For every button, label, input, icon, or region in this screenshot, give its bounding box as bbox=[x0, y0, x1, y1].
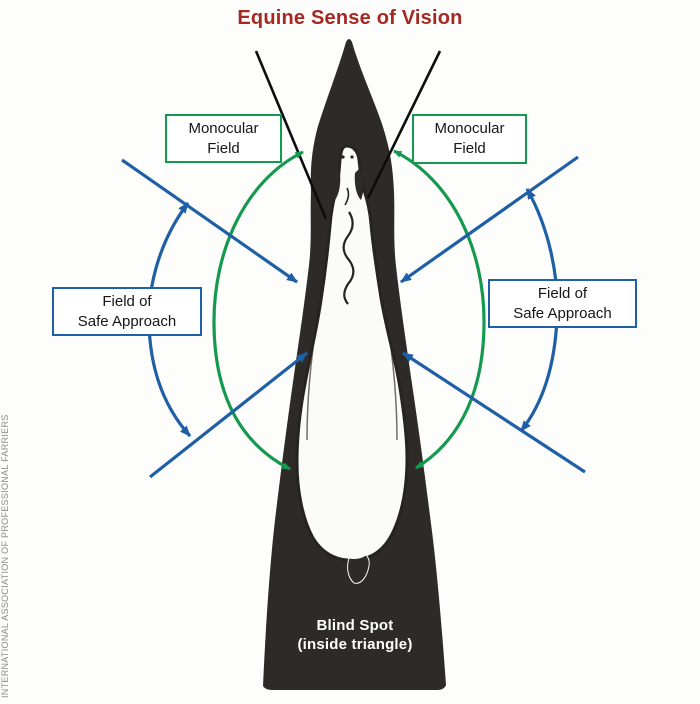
sight-line-right bbox=[366, 50, 442, 199]
label-line: Monocular bbox=[188, 119, 259, 137]
horse-tail-icon bbox=[347, 554, 370, 584]
label-line: Blind Spot bbox=[316, 617, 394, 634]
horse-ear-right bbox=[354, 169, 364, 200]
label-line: Monocular bbox=[434, 120, 505, 137]
horse-mane-line bbox=[342, 211, 355, 305]
label-line: (inside triangle) bbox=[297, 636, 413, 653]
approach-arrow-lower-right-icon bbox=[402, 351, 586, 474]
horse-nostril-right bbox=[350, 155, 354, 159]
monocular-arc-left-icon bbox=[212, 150, 304, 471]
label-monocular-field-right: Monocular Field bbox=[412, 114, 527, 164]
page-title: Equine Sense of Vision bbox=[237, 7, 463, 29]
horse-shoulder-line-left bbox=[306, 347, 314, 441]
monocular-arc-right-icon bbox=[393, 149, 486, 470]
label-blind-spot: Blind Spot (inside triangle) bbox=[255, 616, 455, 654]
horse-forehead-line bbox=[344, 187, 350, 206]
label-line: Safe Approach bbox=[77, 312, 177, 330]
label-monocular-field-left: Monocular Field bbox=[165, 114, 282, 163]
horse-nostril-left bbox=[341, 155, 345, 159]
sight-line-left bbox=[254, 50, 328, 220]
label-line: Field of bbox=[537, 284, 588, 302]
approach-arrow-lower-left-icon bbox=[149, 351, 308, 479]
label-line: Field bbox=[207, 139, 240, 157]
label-line: Field of bbox=[102, 292, 152, 310]
approach-arrow-upper-left-icon bbox=[121, 158, 298, 284]
approach-arrow-upper-right-icon bbox=[400, 155, 579, 284]
horse-ear-left bbox=[331, 170, 341, 201]
label-line: Safe Approach bbox=[513, 304, 612, 322]
label-field-of-safe-approach-left: Field of Safe Approach bbox=[52, 287, 202, 336]
label-line: Field bbox=[453, 140, 486, 157]
label-field-of-safe-approach-right: Field of Safe Approach bbox=[488, 279, 637, 328]
watermark-text: INTERNATIONAL ASSOCIATION OF PROFESSIONA… bbox=[0, 414, 10, 698]
